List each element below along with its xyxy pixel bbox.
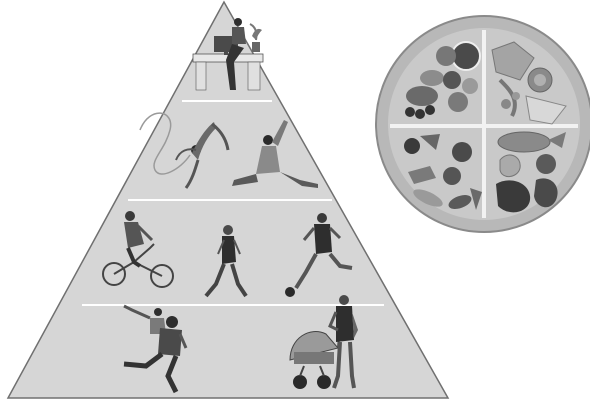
food-plate	[375, 15, 590, 233]
cyclist-icon	[102, 211, 174, 288]
grains-quadrant-icon	[491, 41, 567, 125]
ribbon-gymnast-icon	[139, 112, 230, 189]
yoga-stretch-icon	[232, 120, 318, 188]
desk-worker-icon	[192, 18, 264, 91]
soccer-player-icon	[285, 213, 353, 297]
proteins-quadrant-icon	[496, 131, 566, 213]
vegetables-quadrant-icon	[404, 134, 482, 210]
soccer-ball-icon	[285, 287, 295, 297]
parent-carrying-child-icon	[123, 304, 188, 394]
activity-pyramid	[6, 0, 450, 399]
walker-icon	[204, 225, 248, 298]
fruits-quadrant-icon	[405, 41, 481, 119]
parent-with-stroller-icon	[289, 295, 358, 389]
